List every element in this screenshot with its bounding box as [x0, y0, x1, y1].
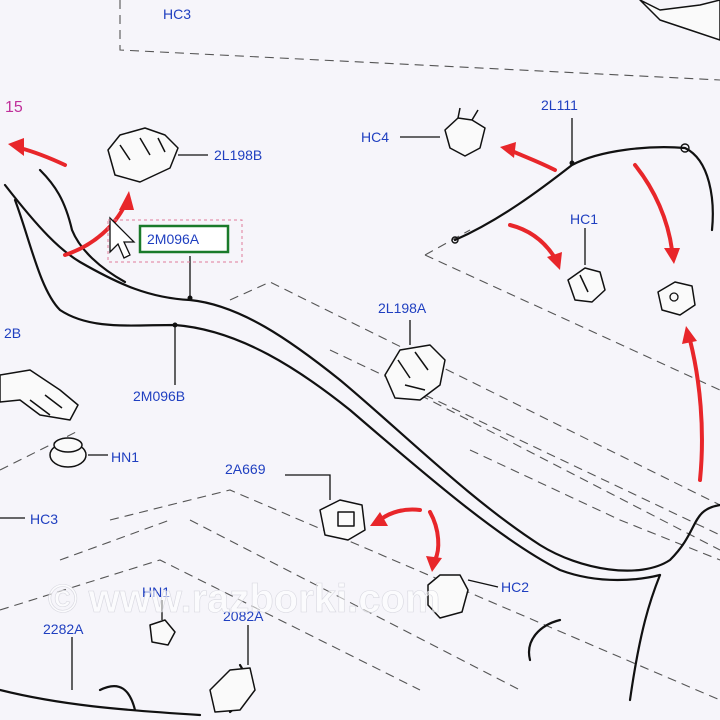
part-hn1-clip-bottom: [149, 619, 176, 646]
part-top-right-assembly: [639, 0, 720, 41]
part-bracket-left: [0, 369, 79, 421]
part-hc4: [444, 107, 486, 157]
callout-labels: HC3 15 2L198B 2M096A HC4 2L111 HC1 2L198…: [4, 6, 598, 637]
leader-lines: [0, 118, 586, 690]
part-hn1-grommet: [49, 437, 87, 468]
watermark-text: © www.razborki.com: [48, 577, 441, 621]
dashed-outlines: [0, 0, 720, 701]
part-2l198b: [107, 127, 179, 183]
part-hc1: [567, 267, 606, 303]
label-2l198b: 2L198B: [214, 147, 262, 163]
label-2l198a: 2L198A: [378, 300, 427, 316]
part-2a669-sensor: [319, 499, 366, 541]
part-2l198a: [384, 344, 446, 401]
label-2282a: 2282A: [43, 621, 84, 637]
label-hc1: HC1: [570, 211, 598, 227]
label-edge-2b: 2B: [4, 325, 21, 341]
label-hn1-left: HN1: [111, 449, 139, 465]
part-2082a-bracket: [209, 667, 256, 713]
label-2a669: 2A669: [225, 461, 266, 477]
highlight-dashed-box: [107, 219, 243, 263]
mouse-cursor-icon: [109, 216, 136, 259]
label-edge-15: 15: [5, 99, 23, 116]
label-hc3-top: HC3: [163, 6, 191, 22]
label-2l111: 2L111: [541, 97, 578, 113]
label-hn1-bottom: HN1: [142, 584, 170, 600]
label-2m096a: 2M096A: [147, 231, 200, 247]
label-hc4: HC4: [361, 129, 389, 145]
label-hc2: HC2: [501, 579, 529, 595]
label-2m096b: 2M096B: [133, 388, 185, 404]
highlight-box: [138, 224, 230, 254]
label-2082a: 2082A: [223, 608, 264, 624]
red-arrows: [8, 138, 704, 572]
part-hc2: [427, 574, 469, 619]
label-hc3-left: HC3: [30, 511, 58, 527]
part-connector-right: [657, 281, 696, 316]
